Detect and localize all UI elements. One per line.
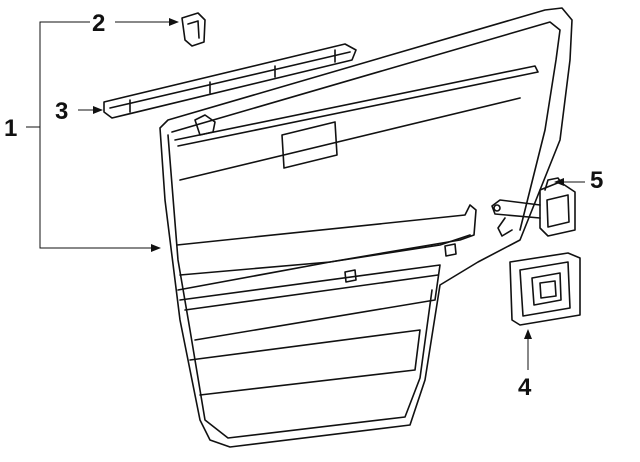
part-5-handle-bracket xyxy=(491,177,576,237)
part-3-belt-moulding xyxy=(103,43,357,119)
callout-5: 5 xyxy=(590,167,603,194)
callout-1: 1 xyxy=(4,115,17,142)
part-2-clip xyxy=(181,12,206,47)
callout-2: 2 xyxy=(92,10,105,37)
leader-lines xyxy=(26,18,585,370)
callout-4: 4 xyxy=(518,374,532,401)
part-4-handle-bezel xyxy=(509,252,581,326)
callout-3: 3 xyxy=(55,98,68,125)
part-1-door-trim-panel xyxy=(159,7,573,448)
